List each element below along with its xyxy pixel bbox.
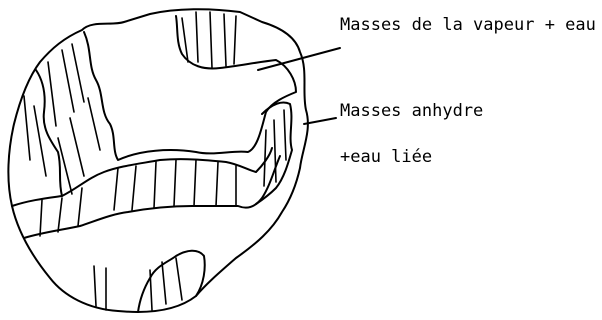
label-vapeur-eau-libre: Masses de la vapeur + eau libre: [340, 15, 602, 35]
void-lower-pocket: [138, 251, 205, 312]
void-band-top: [12, 148, 272, 206]
void-band-bottom: [24, 156, 280, 238]
void-upper-boundary: [84, 16, 296, 160]
label-eau-liee: +eau liée: [340, 147, 432, 167]
void-left-channel: [36, 70, 62, 196]
label-masses-anhydre: Masses anhydre: [340, 101, 483, 121]
void-right-channel: [256, 102, 292, 204]
